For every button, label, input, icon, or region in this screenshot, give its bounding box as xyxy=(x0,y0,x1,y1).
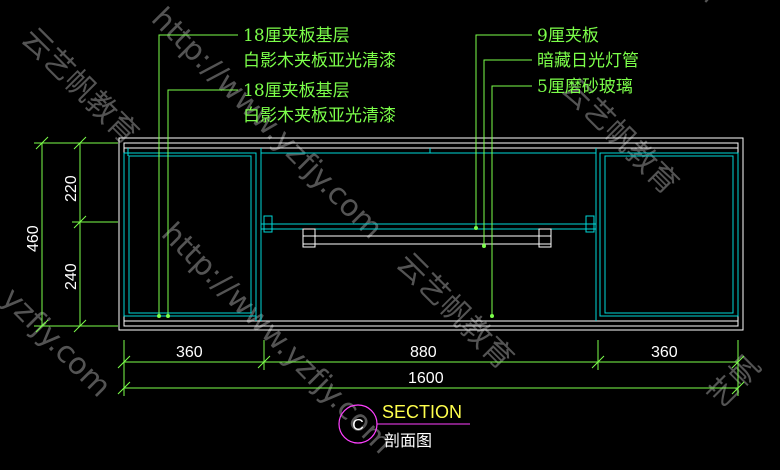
label-hidden-fluorescent: 暗藏日光灯管 xyxy=(537,51,639,71)
watermark-brand-2: 云艺帆教育 xyxy=(389,246,520,377)
watermark-brand-1: 云艺帆教育 xyxy=(14,21,145,152)
horizontal-dimensions xyxy=(117,340,745,396)
label-frosted-glass-5: 5厘磨砂玻璃 xyxy=(537,77,633,97)
watermark-domain-1: yzfjy.com xyxy=(681,0,780,6)
dimension-width-total: 1600 xyxy=(408,370,444,387)
dimension-width-right: 360 xyxy=(651,344,678,361)
section-marker-letter: C xyxy=(352,417,364,434)
dimension-width-center: 880 xyxy=(410,344,437,361)
label-plywood-base-18-top: 18厘夹板基层 xyxy=(243,26,350,46)
fluorescent-tube xyxy=(302,228,552,248)
watermark-short-1: 艺帆 xyxy=(701,348,768,415)
section-title: SECTION xyxy=(382,402,462,422)
section-marker: C SECTION 剖面图 xyxy=(338,402,470,450)
leader-lines xyxy=(158,34,532,316)
label-plywood-base-18-bottom: 18厘夹板基层 xyxy=(243,81,350,101)
dimension-width-left: 360 xyxy=(176,344,203,361)
vertical-dimensions xyxy=(34,136,118,333)
section-subtitle: 剖面图 xyxy=(384,431,432,450)
label-white-shadow-veneer-bottom: 白影木夹板亚光清漆 xyxy=(243,106,396,126)
dimension-height-total: 460 xyxy=(25,225,42,252)
leader-dots xyxy=(157,226,494,318)
dimension-height-lower: 240 xyxy=(63,263,80,290)
dimension-height-upper: 220 xyxy=(63,175,80,202)
label-plywood-9: 9厘夹板 xyxy=(537,26,599,46)
label-white-shadow-veneer-top: 白影木夹板亚光清漆 xyxy=(243,51,396,71)
cabinet-internal-structure xyxy=(123,148,739,321)
watermark-domain-2: yzfjy.com xyxy=(0,281,118,404)
